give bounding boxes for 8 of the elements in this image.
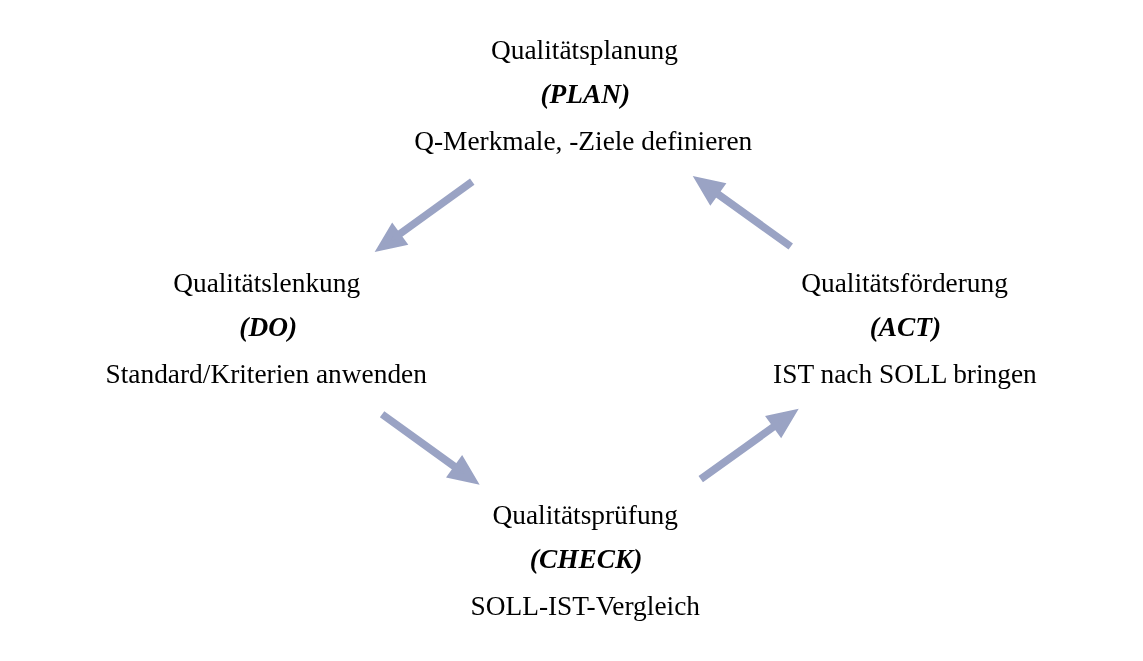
arrow [374, 178, 474, 253]
arrow [692, 176, 793, 250]
node-text: Qualitätslenkung (DO) Standard/Kriterien anwenden [105, 267, 427, 389]
node-text: Qualitätsplanung (PLAN) Q-Merkmale, -Ziele definieren [413, 34, 752, 157]
arrow [379, 411, 480, 485]
node-text: Qualitätsprüfung (CHECK) SOLL-IST-Vergleich [470, 500, 700, 622]
node-text: Qualitätsförderung (ACT) IST nach SOLL bringen [772, 267, 1037, 389]
arrow [698, 408, 799, 483]
